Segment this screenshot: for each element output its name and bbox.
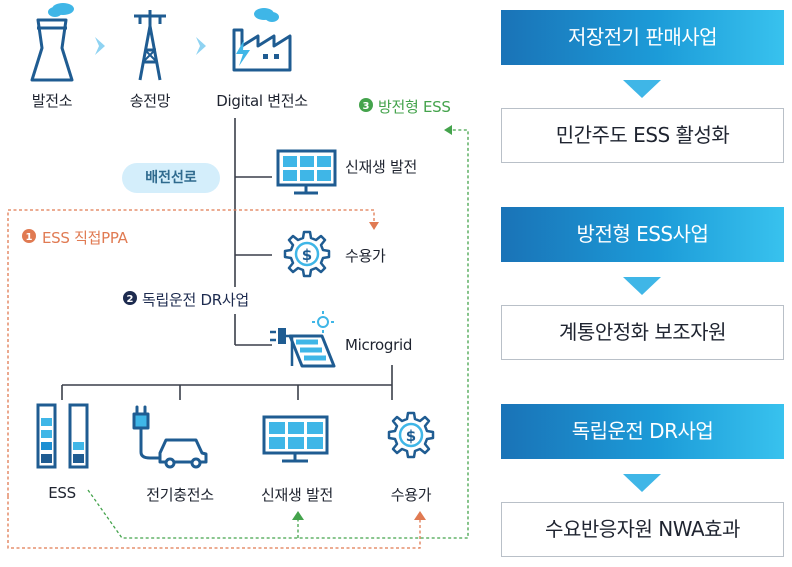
solar-panel-icon	[276, 149, 337, 195]
ev-charger-label: 전기충전소	[146, 486, 214, 504]
microgrid-label: Microgrid	[345, 336, 413, 354]
svg-text:$: $	[302, 246, 312, 264]
power-plant-icon	[30, 3, 74, 82]
bottom-consumer-label: 수용가	[390, 486, 432, 504]
business-box-1: 저장전기 판매사업	[501, 10, 784, 65]
ess-battery-icon	[36, 403, 89, 469]
arrow-down-icon	[623, 474, 661, 492]
renewable-label: 신재생 발전	[345, 158, 417, 176]
feeder-lines	[61, 118, 393, 400]
step-1-badge	[22, 229, 36, 243]
bottom-renewable-label: 신재생 발전	[261, 486, 333, 504]
dr-label: 독립운전 DR사업	[142, 291, 249, 309]
business-box-2: 방전형 ESS사업	[501, 207, 784, 262]
effect-box-3: 수요반응자원 NWA효과	[501, 502, 784, 557]
step-3-number: 3	[363, 101, 370, 112]
solar-panel-icon	[262, 415, 329, 463]
transmission-tower-icon	[134, 10, 166, 81]
svg-text:$: $	[406, 427, 416, 445]
transmission-label: 송전망	[129, 92, 171, 110]
arrow-down-icon	[369, 222, 379, 230]
arrow-down-icon	[623, 277, 661, 295]
ppa-flow-line	[7, 209, 421, 549]
business-box-3: 독립운전 DR사업	[501, 404, 784, 459]
arrow-up-icon	[414, 511, 426, 520]
discharge-flow-line	[87, 129, 469, 539]
arrow-left-icon	[444, 125, 452, 135]
feeder-pill: 배전선로	[122, 163, 220, 193]
arrow-up-icon	[292, 511, 304, 520]
substation-label: Digital 변전소	[216, 92, 308, 110]
ev-charger-icon	[132, 405, 208, 469]
discharge-ess-label: 방전형 ESS	[378, 98, 451, 116]
step-2-number: 2	[127, 294, 134, 305]
ppa-label: ESS 직접PPA	[42, 229, 128, 247]
consumer-gear-icon: $	[387, 411, 435, 459]
chevron-right-icon	[95, 37, 105, 55]
step-1-number: 1	[26, 232, 33, 243]
substation-icon	[232, 8, 292, 72]
power-plant-label: 발전소	[31, 92, 73, 110]
effect-box-1: 민간주도 ESS 활성화	[501, 108, 784, 163]
effect-box-2: 계통안정화 보조자원	[501, 305, 784, 360]
microgrid-icon	[270, 311, 336, 368]
ess-label: ESS	[48, 484, 76, 502]
chevron-right-icon	[196, 37, 206, 55]
arrow-down-icon	[623, 80, 661, 98]
consumer-label: 수용가	[345, 247, 386, 265]
consumer-gear-icon: $	[283, 230, 331, 278]
step-3-badge	[359, 98, 373, 112]
step-2-badge	[123, 291, 137, 305]
